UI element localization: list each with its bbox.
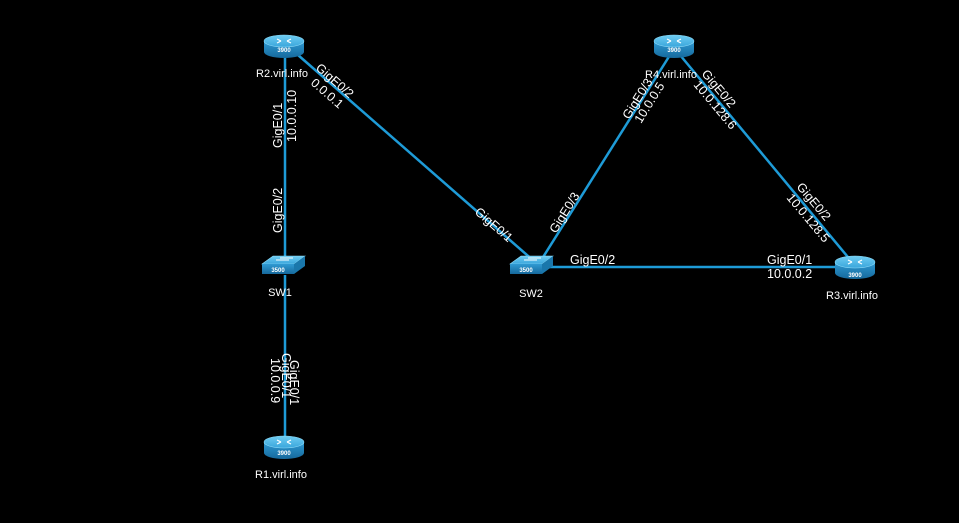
link-r2-sw1-a-if: GigE0/1	[271, 103, 285, 148]
router-model: 3900	[667, 48, 681, 54]
router-r4[interactable]: 3900 R4.virl.info	[645, 34, 697, 81]
link-sw2-r3-a-if: GigE0/2	[570, 253, 615, 267]
switch-sw1[interactable]: 3500 SW1	[261, 255, 306, 299]
link-r2-sw1-b-if: GigE0/2	[271, 188, 285, 233]
router-label: R1.virl.info	[255, 469, 307, 481]
link-sw1-r1-b-ip: 10.0.0.9	[268, 358, 282, 403]
router-label: R2.virl.info	[256, 68, 308, 80]
switch-label: SW2	[519, 288, 543, 300]
link-r2-sw2[interactable]	[297, 54, 536, 263]
router-r2[interactable]: 3900 R2.virl.info	[256, 34, 308, 80]
switch-icon	[261, 255, 306, 274]
router-model: 3900	[277, 48, 291, 54]
switch-model: 3500	[271, 268, 285, 274]
link-r2-sw2-b-if: GigE0/1	[472, 205, 515, 245]
switch-model: 3500	[519, 268, 533, 274]
router-model: 3900	[848, 273, 862, 279]
link-sw1-r1-a-if: GigE0/1	[279, 353, 293, 398]
router-label: R3.virl.info	[826, 290, 878, 302]
link-sw2-r3-b-ip: 10.0.0.2	[767, 267, 812, 281]
router-r1[interactable]: 3900 R1.virl.info	[255, 435, 307, 481]
router-icon	[263, 435, 305, 459]
switch-icon	[509, 255, 554, 274]
link-sw2-r4[interactable]	[538, 54, 672, 263]
link-r4-r3[interactable]	[679, 54, 853, 263]
switch-label: SW1	[268, 287, 292, 299]
router-r3[interactable]: 3900 R3.virl.info	[826, 255, 878, 302]
switch-sw2[interactable]: 3500 SW2	[509, 255, 554, 300]
router-icon	[653, 34, 695, 58]
link-sw1-r1-b-if: GigE0/1	[287, 360, 301, 405]
router-label: R4.virl.info	[645, 69, 697, 81]
router-icon	[263, 34, 305, 58]
router-icon	[834, 255, 876, 279]
link-sw2-r4-a-if: GigE0/3	[547, 190, 583, 236]
link-sw2-r3-b-if: GigE0/1	[767, 253, 812, 267]
router-model: 3900	[277, 451, 291, 457]
link-r2-sw1-a-ip: 10.0.0.10	[285, 90, 299, 142]
